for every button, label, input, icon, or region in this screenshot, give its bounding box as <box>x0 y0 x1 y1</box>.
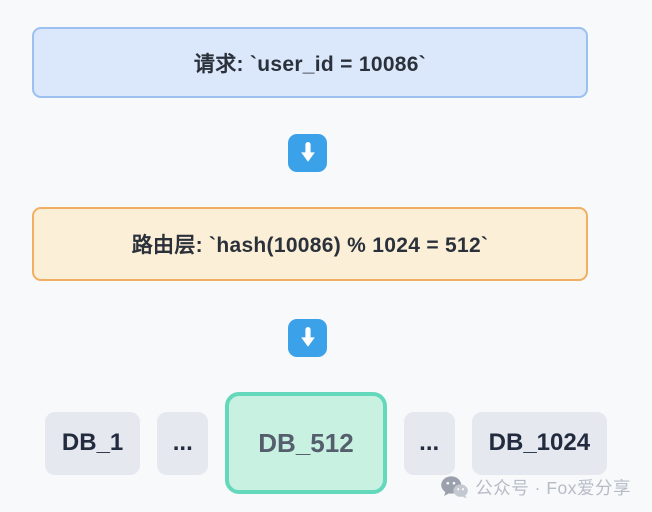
watermark: 公众号 · Fox爱分享 <box>441 475 631 500</box>
database-row: DB_1 ... DB_512 ... DB_1024 <box>0 392 652 494</box>
db-ellipsis: ... <box>403 411 455 475</box>
db-node-label: DB_512 <box>258 427 354 458</box>
down-arrow-icon <box>288 319 327 357</box>
down-arrow-icon <box>288 134 327 172</box>
ellipsis-label: ... <box>419 429 440 456</box>
db-node-label: DB_1 <box>61 429 124 456</box>
db-ellipsis: ... <box>157 411 209 475</box>
request-box-label: 请求: `user_id = 10086` <box>193 52 427 76</box>
routing-box: 路由层: `hash(10086) % 1024 = 512` <box>32 207 588 281</box>
db-node-1024: DB_1024 <box>471 411 608 475</box>
db-node-1: DB_1 <box>44 411 141 475</box>
ellipsis-label: ... <box>172 429 193 456</box>
watermark-text: 公众号 · Fox爱分享 <box>475 478 631 498</box>
db-node-512-selected: DB_512 <box>225 392 387 494</box>
wechat-icon <box>441 476 469 499</box>
routing-box-label: 路由层: `hash(10086) % 1024 = 512` <box>131 234 489 257</box>
db-node-label: DB_1024 <box>488 429 591 456</box>
request-box: 请求: `user_id = 10086` <box>32 27 588 98</box>
